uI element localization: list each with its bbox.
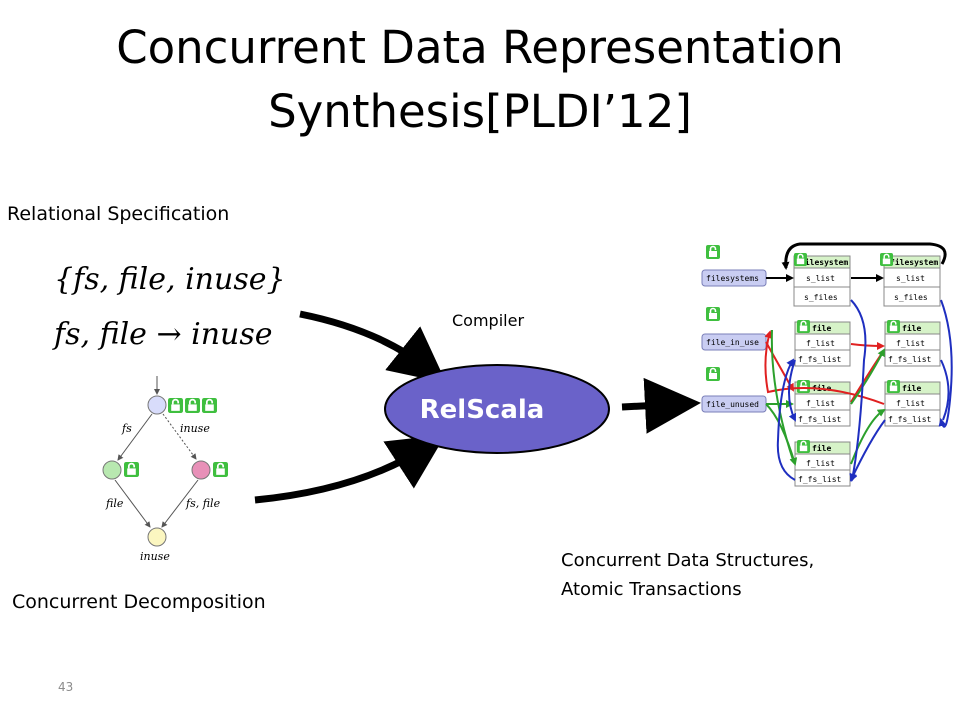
node-field: f_list [806,339,835,348]
root-file-unused-label: file_unused [706,400,759,409]
node-field: s_files [894,293,928,302]
edge-label-fs-file: fs, file [185,497,221,510]
compiler-label: Compiler [452,311,525,330]
decomp-left-node [102,460,122,480]
node-field: f_fs_list [798,355,842,364]
data-structures-diagram: filesystems file_in_use file_unused file… [701,242,953,487]
relational-spec-label: Relational Specification [7,203,230,225]
title-line-2: Synthesis[PLDI’12] [268,85,692,138]
node-title: filesystem [890,257,938,267]
decomp-to-compiler-arrow [254,434,446,504]
output-label: Concurrent Data Structures, Atomic Trans… [561,546,814,604]
node-field: f_list [806,459,835,468]
node-title: file [902,323,921,333]
node-field: f_list [896,339,925,348]
node-field: s_list [806,274,835,283]
slide-title: Concurrent Data Representation Synthesis… [0,16,960,144]
decomposition-label: Concurrent Decomposition [12,591,266,613]
decomp-top-node [147,395,167,415]
lock-icon [887,320,900,333]
root-file-unused: file_unused [701,395,767,413]
compiler-to-output-arrow [621,377,701,434]
node-field: s_list [896,274,925,283]
lock-icon [706,367,720,381]
lock-icon [797,380,810,393]
lock-icon [202,398,217,413]
output-label-line-2: Atomic Transactions [561,579,742,600]
output-label-line-1: Concurrent Data Structures, [561,550,815,571]
node-field: f_list [806,399,835,408]
decomposition-graph: fs inuse file fs, file inuse [102,376,228,563]
node-field: f_fs_list [888,355,932,364]
relscala-label: RelScala [420,395,545,425]
spec-line-2: fs, file → inuse [54,317,273,352]
lock-icon [124,462,139,477]
lock-icon [185,398,200,413]
spec-line-1: {fs, file, inuse} [54,262,286,297]
lock-icon [706,245,720,259]
filesystem-node: filesystem s_list s_files [883,255,941,307]
title-line-1: Concurrent Data Representation [116,21,844,74]
lock-icon [168,398,183,413]
lock-icon [797,440,810,453]
root-file-in-use-label: file_in_use [706,338,759,347]
lock-icon [706,307,720,321]
lock-icon [213,462,228,477]
node-title: file [812,443,831,453]
node-title: filesystem [800,257,848,267]
node-field: f_fs_list [798,415,842,424]
lock-icon [797,320,810,333]
spec-to-compiler-arrow [299,310,447,384]
edge-label-fs: fs [121,422,132,435]
node-field: f_list [896,399,925,408]
node-field: f_fs_list [888,415,932,424]
slide-number: 43 [58,680,74,694]
file-node: file f_list f_fs_list [884,381,941,427]
file-node: file f_list f_fs_list [794,441,851,487]
decomp-bottom-node [147,527,167,547]
lock-icon [887,380,900,393]
root-filesystems-label: filesystems [706,274,759,283]
lock-icon [794,253,807,266]
decomp-right-node [191,460,211,480]
relscala-node: RelScala [384,364,610,454]
root-file-in-use: file_in_use [701,333,767,351]
filesystem-node: filesystem s_list s_files [793,255,851,307]
lock-icon [880,253,893,266]
edge-label-inuse: inuse [180,422,210,435]
bottom-node-label: inuse [140,550,170,563]
root-filesystems: filesystems [701,269,767,287]
node-title: file [902,383,921,393]
edge-label-file: file [105,497,124,510]
node-title: file [812,323,831,333]
node-field: s_files [804,293,838,302]
node-field: f_fs_list [798,475,842,484]
